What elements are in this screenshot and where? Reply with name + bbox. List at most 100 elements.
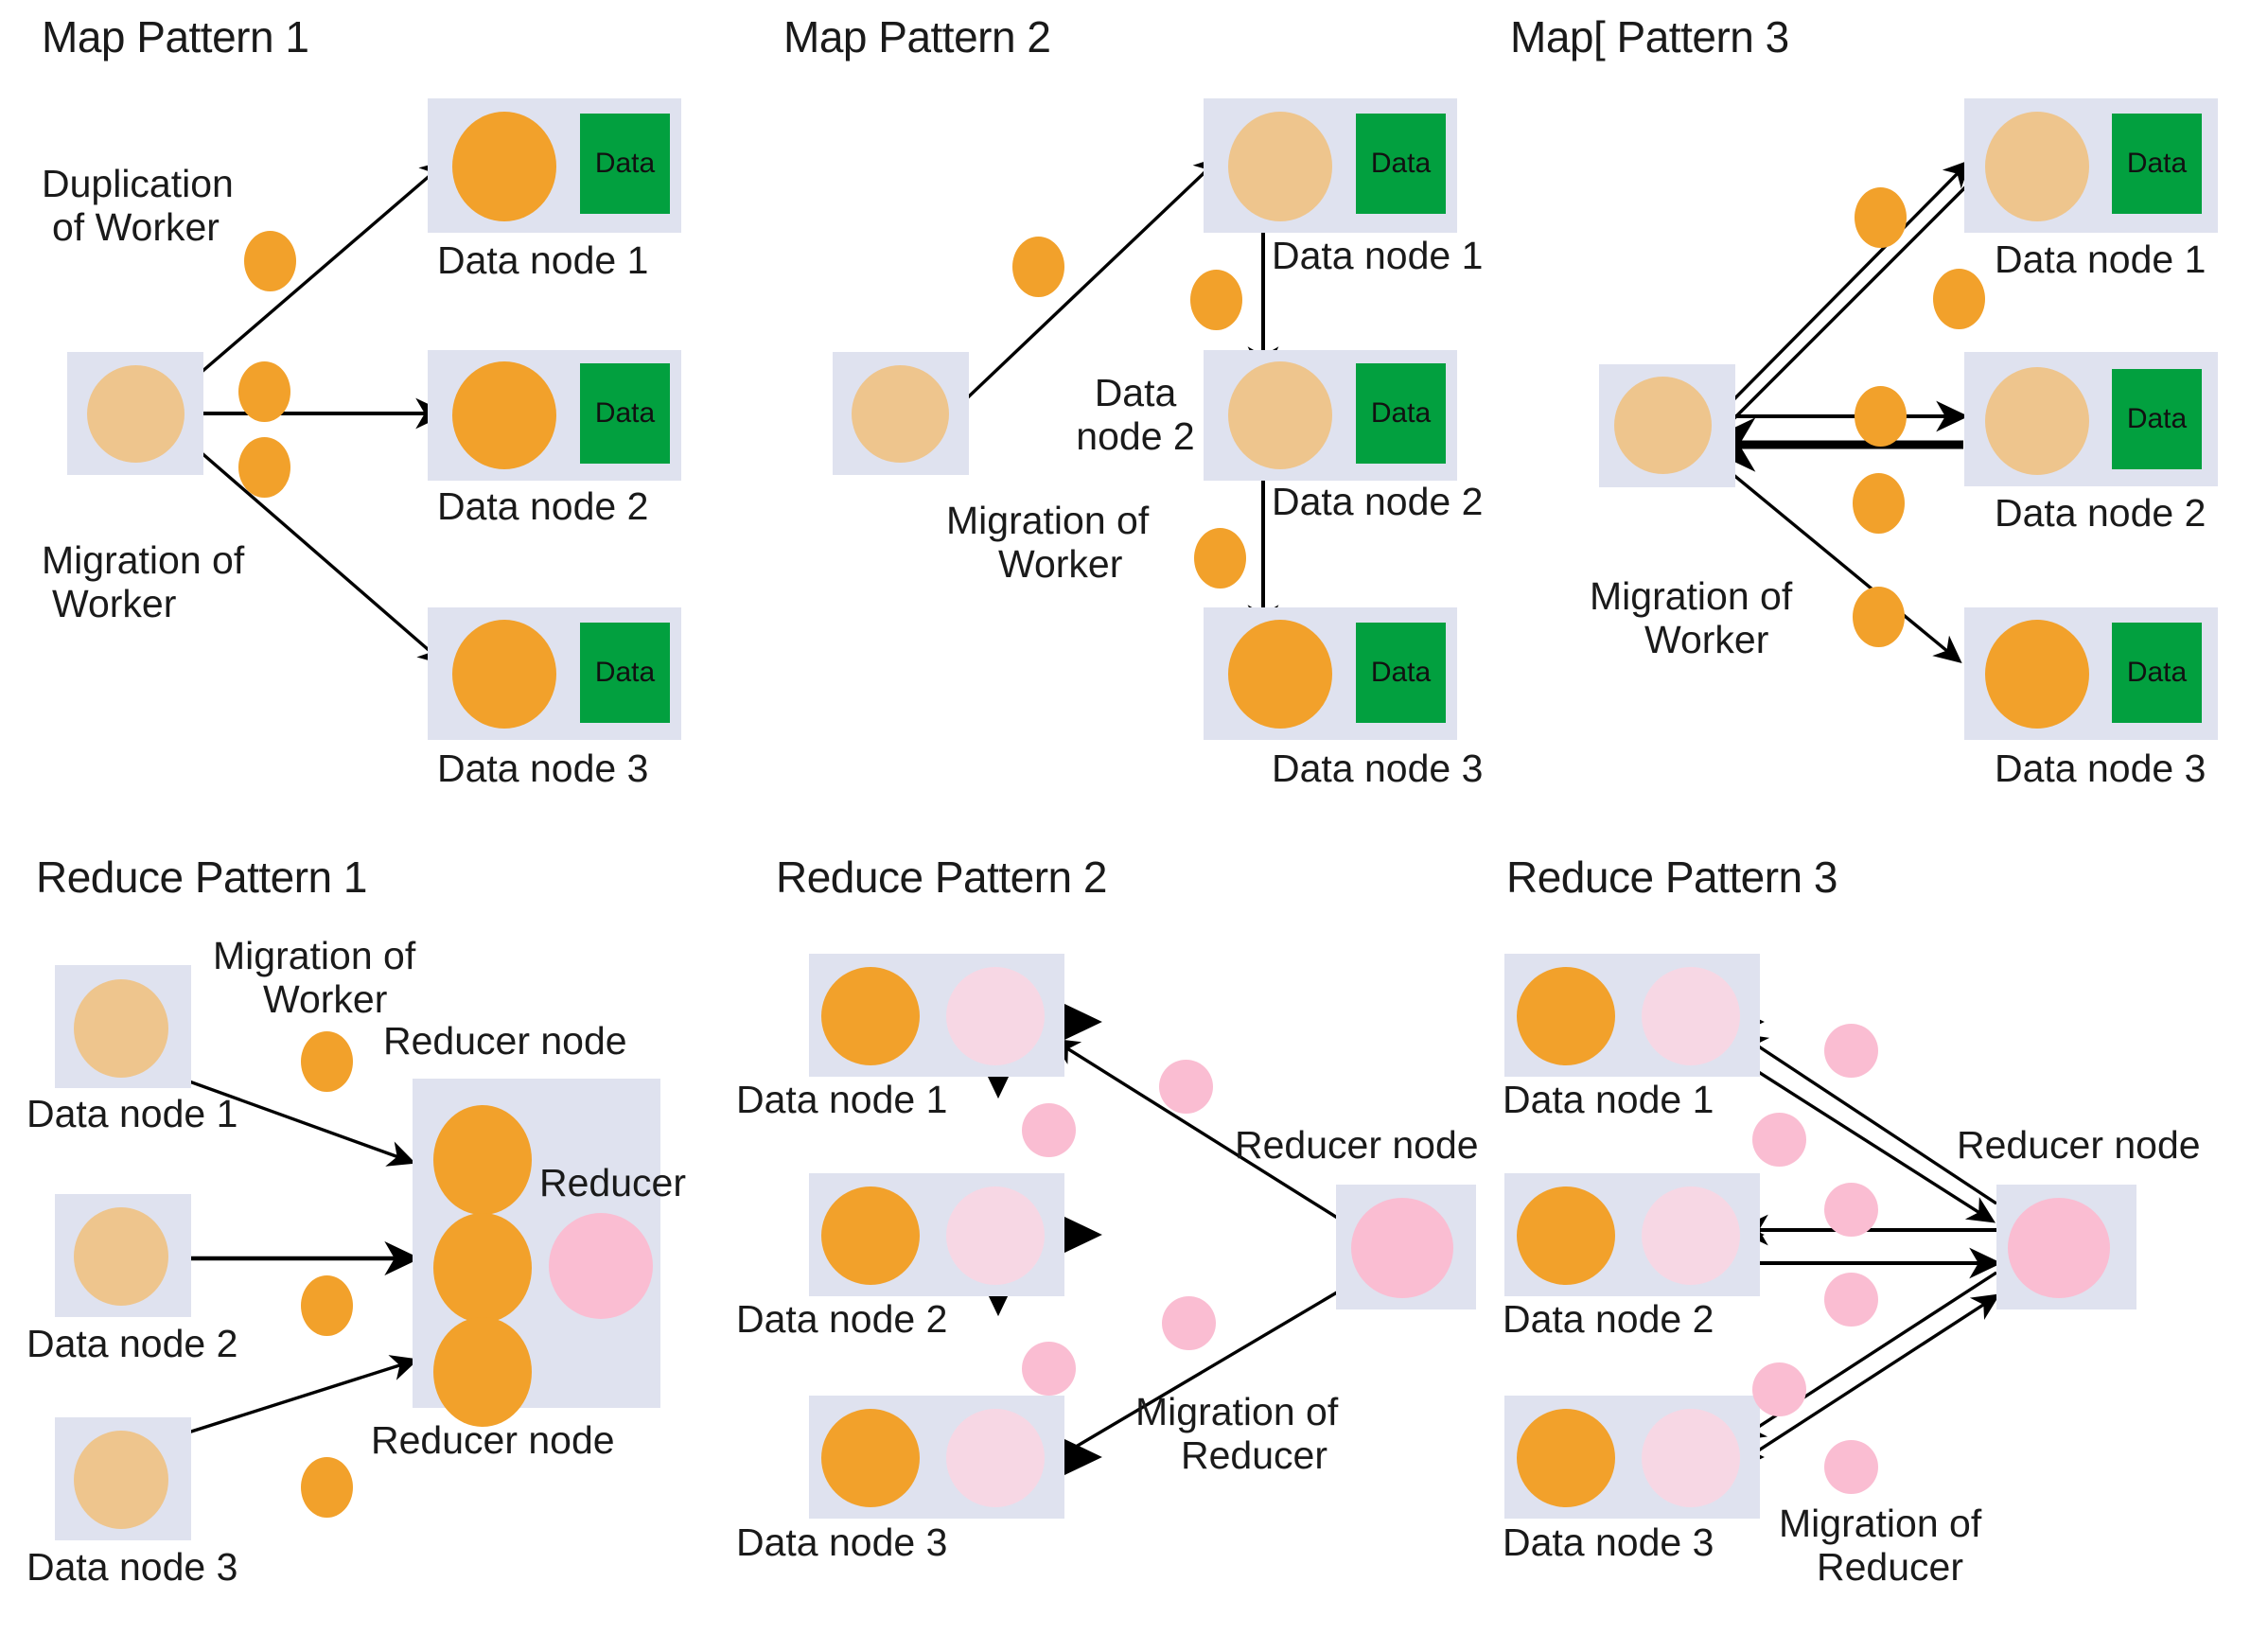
reduce2-migrating-reducer-dot-1[interactable] <box>1159 1060 1213 1114</box>
map2-data-node-1-label: Data node 1 <box>1272 234 1484 277</box>
map1-data-node-2-data-block[interactable]: Data <box>580 363 670 464</box>
reduce2-data-node-3-label: Data node 3 <box>736 1520 948 1564</box>
map3-data-node-3-data-block[interactable]: Data <box>2112 623 2202 723</box>
reduce1-reducer-worker-2[interactable] <box>433 1213 532 1323</box>
reduce2-data-node-2-reducer[interactable] <box>946 1186 1045 1285</box>
reduce1-migrating-worker-dot-1[interactable] <box>301 1031 353 1092</box>
reduce1-data-node-1-label: Data node 1 <box>26 1092 238 1135</box>
reduce3-migrating-reducer-dot-3[interactable] <box>1824 1183 1878 1237</box>
map2-data-node-3-label: Data node 3 <box>1272 747 1484 790</box>
reduce1-data-node-3-label: Data node 3 <box>26 1545 238 1589</box>
map1-data-node-3-label: Data node 3 <box>437 747 649 790</box>
map2-data-node-2-worker[interactable] <box>1228 361 1332 469</box>
map1-data-node-3-worker[interactable] <box>452 620 556 729</box>
map2-data-node-1-worker[interactable] <box>1228 112 1332 221</box>
reduce1-reducer-node-bottom-label: Reducer node <box>371 1418 615 1462</box>
map1-source-worker-circle[interactable] <box>87 365 185 463</box>
reduce3-migrating-reducer-dot-1[interactable] <box>1824 1024 1878 1078</box>
map2-data-node-2-data-block[interactable]: Data <box>1356 363 1446 464</box>
reduce1-data-node-2-label: Data node 2 <box>26 1322 238 1365</box>
reduce1-data-node-2-worker[interactable] <box>74 1207 168 1306</box>
map3-worker-dot-2[interactable] <box>1933 269 1985 329</box>
reduce3-data-node-3-label: Data node 3 <box>1503 1520 1714 1564</box>
map2-data-node-1-data-block[interactable]: Data <box>1356 114 1446 214</box>
reduce2-data-node-3-worker[interactable] <box>821 1409 920 1507</box>
reduce3-reducer-node-label: Reducer node <box>1957 1123 2201 1167</box>
reduce2-data-node-2-label: Data node 2 <box>736 1297 948 1341</box>
map3-data-node-1-data-block[interactable]: Data <box>2112 114 2202 214</box>
map1-duplicate-worker-dot-1[interactable] <box>244 231 296 291</box>
reduce3-data-node-3-worker[interactable] <box>1517 1409 1615 1507</box>
map1-duplicate-worker-dot-2[interactable] <box>238 361 290 422</box>
map3-worker-dot-5[interactable] <box>1853 587 1905 647</box>
reduce2-data-node-3-reducer[interactable] <box>946 1409 1045 1507</box>
reduce2-data-node-1-label: Data node 1 <box>736 1078 948 1121</box>
map3-data-node-3-label: Data node 3 <box>1995 747 2206 790</box>
reduce1-reducer-worker-1[interactable] <box>433 1105 532 1215</box>
reduce3-reducer-circle[interactable] <box>2008 1198 2110 1298</box>
reduce1-migration-label-line2: Worker <box>263 977 388 1021</box>
reduce1-migrating-worker-dot-2[interactable] <box>301 1275 353 1336</box>
map1-title: Map Pattern 1 <box>42 12 309 62</box>
reduce3-migrating-reducer-dot-6[interactable] <box>1824 1440 1878 1494</box>
map2-migrating-worker-dot-3[interactable] <box>1194 528 1246 589</box>
map3-data-node-2-data-block[interactable]: Data <box>2112 369 2202 469</box>
reduce1-data-node-3-worker[interactable] <box>74 1431 168 1529</box>
reduce2-data-node-1-worker[interactable] <box>821 967 920 1065</box>
map2-data-node-3-data-block[interactable]: Data <box>1356 623 1446 723</box>
map1-duplication-label-line2: of Worker <box>52 205 220 249</box>
reduce1-data-node-1-worker[interactable] <box>74 979 168 1078</box>
reduce2-title: Reduce Pattern 2 <box>776 852 1108 902</box>
map3-worker-dot-3[interactable] <box>1855 386 1907 447</box>
map2-migrating-worker-dot-1[interactable] <box>1012 237 1064 297</box>
reduce2-migrating-reducer-dot-3[interactable] <box>1162 1296 1216 1350</box>
reduce2-reducer-circle[interactable] <box>1351 1198 1453 1298</box>
map1-duplicate-worker-dot-3[interactable] <box>238 437 290 498</box>
map2-migrating-worker-dot-2[interactable] <box>1190 270 1242 330</box>
map2-migration-label-line2: Worker <box>998 542 1123 586</box>
reduce3-data-node-3-reducer[interactable] <box>1642 1409 1740 1507</box>
reduce2-data-node-1-reducer[interactable] <box>946 967 1045 1065</box>
map1-data-node-2-worker[interactable] <box>452 361 556 469</box>
reduce3-data-node-2-reducer[interactable] <box>1642 1186 1740 1285</box>
reduce2-migrating-reducer-dot-4[interactable] <box>1022 1342 1076 1396</box>
map2-source-worker-circle[interactable] <box>852 365 949 463</box>
reduce2-migration-label-line1: Migration of <box>1135 1390 1339 1433</box>
map1-migration-label-line2: Worker <box>52 582 177 625</box>
reduce3-migrating-reducer-dot-2[interactable] <box>1752 1113 1806 1167</box>
map1-data-node-1-data-block[interactable]: Data <box>580 114 670 214</box>
reduce3-migrating-reducer-dot-4[interactable] <box>1824 1273 1878 1327</box>
map2-migration-label-line1: Migration of <box>946 499 1150 542</box>
reduce1-reducer-node-top-label: Reducer node <box>383 1019 627 1063</box>
map3-data-node-1-worker[interactable] <box>1985 112 2089 221</box>
reduce1-title: Reduce Pattern 1 <box>36 852 368 902</box>
reduce3-data-node-1-reducer[interactable] <box>1642 967 1740 1065</box>
reduce3-data-node-2-worker[interactable] <box>1517 1186 1615 1285</box>
map3-title: Map[ Pattern 3 <box>1510 12 1789 62</box>
reduce3-title: Reduce Pattern 3 <box>1506 852 1838 902</box>
reduce2-migrating-reducer-dot-2[interactable] <box>1022 1103 1076 1157</box>
reduce1-reducer-worker-3[interactable] <box>433 1317 532 1427</box>
map3-data-node-3-worker[interactable] <box>1985 620 2089 729</box>
map1-data-node-2-label: Data node 2 <box>437 484 649 528</box>
reduce2-migration-label-line2: Reducer <box>1181 1433 1327 1477</box>
reduce3-data-node-1-label: Data node 1 <box>1503 1078 1714 1121</box>
map1-data-node-3-data-block[interactable]: Data <box>580 623 670 723</box>
map3-worker-dot-4[interactable] <box>1853 473 1905 534</box>
map3-source-worker-circle[interactable] <box>1614 377 1712 474</box>
map3-worker-dot-1[interactable] <box>1855 187 1907 248</box>
map3-data-node-2-worker[interactable] <box>1985 367 2089 475</box>
reduce2-reducer-node-label: Reducer node <box>1235 1123 1479 1167</box>
map3-data-node-2-label: Data node 2 <box>1995 491 2206 535</box>
reduce3-data-node-1-worker[interactable] <box>1517 967 1615 1065</box>
reduce1-migration-label-line1: Migration of <box>213 934 416 977</box>
map2-data-node-3-worker[interactable] <box>1228 620 1332 729</box>
reduce1-reducer-circle[interactable] <box>549 1213 653 1319</box>
map3-data-node-1-label: Data node 1 <box>1995 237 2206 281</box>
reduce2-data-node-2-worker[interactable] <box>821 1186 920 1285</box>
reduce3-migrating-reducer-dot-5[interactable] <box>1752 1362 1806 1416</box>
map2-data-node-2-label: Data node 2 <box>1272 480 1484 523</box>
reduce3-migration-label-line1: Migration of <box>1779 1502 1982 1545</box>
reduce1-migrating-worker-dot-3[interactable] <box>301 1457 353 1518</box>
map1-data-node-1-worker[interactable] <box>452 112 556 221</box>
